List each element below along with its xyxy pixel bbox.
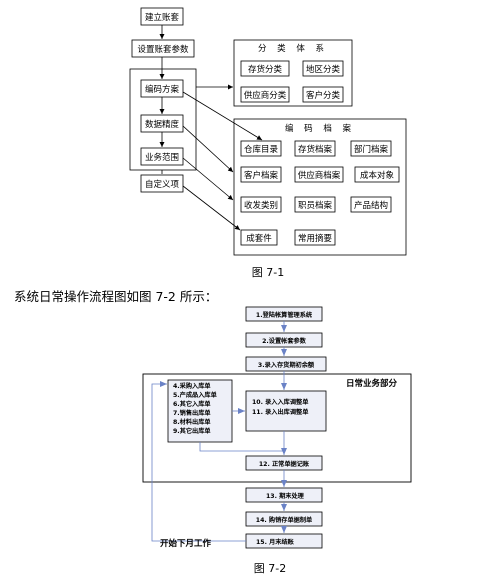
archive-item-10-label: 成套件: [246, 233, 272, 244]
group-coding-archive-title: 编 码 档 案: [285, 123, 355, 134]
archive-item-6-label: 成本对象: [360, 170, 395, 181]
loop-next-month: [151, 381, 246, 542]
archive-item-2-label: 存货档案: [298, 144, 333, 155]
archive-item-10: [240, 229, 278, 246]
archive-item-11: [294, 229, 336, 246]
adjust-item-10: 10. 录入入库调整单: [252, 398, 309, 406]
box-custom-items: [140, 174, 184, 193]
class-item-3: [240, 86, 290, 103]
step-15-label: 15. 月末结账: [256, 538, 295, 546]
voucher-item-7: 7.销售出库单: [173, 409, 211, 417]
archive-item-2: [294, 140, 336, 157]
box-business-scope: [140, 147, 184, 166]
archive-item-11-label: 常用摘要: [298, 233, 333, 244]
figure-7-1: 建立账套 设置账套参数 编码方案 数据精度 业务范围 自定义项 分 类 体 系 …: [129, 7, 407, 279]
class-item-4-label: 客户分类: [306, 90, 341, 101]
left-group-frame: [129, 68, 197, 171]
archive-item-9-label: 产品结构: [354, 200, 388, 211]
archive-item-7-label: 收发类别: [244, 200, 278, 211]
arrow-coding-to-archive: [182, 91, 263, 141]
class-item-4: [302, 86, 344, 103]
figure-7-2-caption: 图 7-2: [254, 562, 286, 575]
archive-item-4: [240, 166, 282, 183]
class-item-2: [302, 60, 344, 77]
archive-item-7: [240, 196, 282, 213]
box-coding-scheme-label: 编码方案: [145, 84, 180, 95]
voucher-item-4: 4.采购入库单: [173, 382, 211, 390]
box-set-params-label: 设置账套参数: [137, 44, 189, 55]
step-1-label: 1.登陆帐算管理系统: [256, 311, 313, 319]
box-data-precision-label: 数据精度: [145, 119, 180, 130]
voucher-list-box: [167, 379, 233, 443]
figure-7-1-caption: 图 7-1: [252, 266, 284, 279]
archive-item-5-label: 供应商档案: [298, 170, 341, 181]
daily-business-label: 日常业务部分: [346, 378, 398, 389]
group-classification-title: 分 类 体 系: [258, 43, 328, 54]
connector-list-to-merge: [199, 442, 284, 452]
voucher-item-8: 8.材料出库单: [173, 418, 211, 426]
step-3: [245, 356, 327, 372]
body-paragraph: 系统日常操作流程图如图 7-2 所示：: [14, 289, 217, 304]
class-item-1-label: 存货分类: [248, 64, 283, 75]
archive-item-6: [354, 166, 400, 183]
box-business-scope-label: 业务范围: [145, 152, 179, 163]
archive-item-8-label: 职员档案: [298, 200, 333, 211]
archive-item-9: [350, 196, 392, 213]
archive-item-4-label: 客户档案: [244, 170, 279, 181]
archive-item-1: [240, 140, 282, 157]
archive-item-8: [294, 196, 336, 213]
step-14-label: 14. 购销存单据制单: [256, 516, 313, 524]
step-13-label: 13. 期末处理: [266, 492, 305, 500]
figure-7-2: 日常业务部分 1.登陆帐算管理系统 2.设置帐套参数 3.录入存货期初余额 4.…: [142, 306, 412, 575]
archive-item-3: [350, 140, 392, 157]
adjustment-box: [245, 390, 327, 432]
voucher-item-9: 9.其它出库单: [173, 427, 211, 435]
archive-item-5: [294, 166, 344, 183]
step-2-label: 2.设置帐套参数: [262, 337, 307, 345]
class-item-3-label: 供应商分类: [244, 90, 287, 101]
voucher-item-5: 5.产成品入库单: [173, 391, 218, 399]
box-set-params: [131, 39, 195, 58]
class-item-2-label: 地区分类: [306, 64, 341, 75]
arrow-scope-to-archive: [182, 157, 234, 201]
daily-business-region: [142, 373, 412, 483]
step-12-label: 12. 正常单据记账: [259, 460, 310, 468]
step-3-label: 3.录入存货期初余额: [258, 361, 315, 369]
arrow-precision-to-archive: [182, 125, 234, 173]
next-month-label: 开始下月工作: [160, 538, 212, 549]
archive-item-3-label: 部门档案: [354, 144, 389, 155]
voucher-item-6: 6.其它入库单: [173, 400, 211, 408]
arrow-custom-to-archive: [182, 185, 241, 231]
class-item-1: [240, 60, 290, 77]
archive-item-1-label: 仓库目录: [244, 144, 279, 155]
box-custom-items-label: 自定义项: [145, 179, 180, 190]
box-create-account-label: 建立账套: [145, 12, 180, 23]
adjust-item-11: 11. 录入出库调整单: [252, 408, 309, 416]
